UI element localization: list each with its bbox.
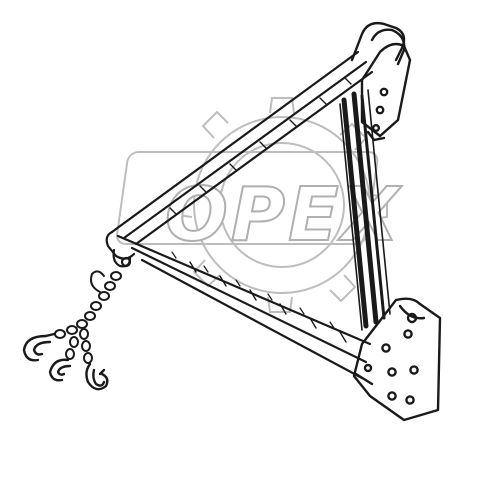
right-hook-icon	[85, 362, 109, 391]
tension-rods	[339, 89, 391, 331]
left-hook-icon	[22, 332, 56, 362]
chain-assembly	[54, 270, 122, 364]
middle-hook-icon	[48, 358, 72, 382]
gear-watermark-icon	[176, 97, 388, 313]
lower-arm	[116, 234, 372, 380]
top-mount-bracket	[350, 21, 412, 142]
base-mount-plate	[352, 297, 442, 422]
upper-arm	[110, 50, 374, 246]
apex-hook	[105, 230, 136, 268]
tow-hooks	[22, 332, 109, 391]
